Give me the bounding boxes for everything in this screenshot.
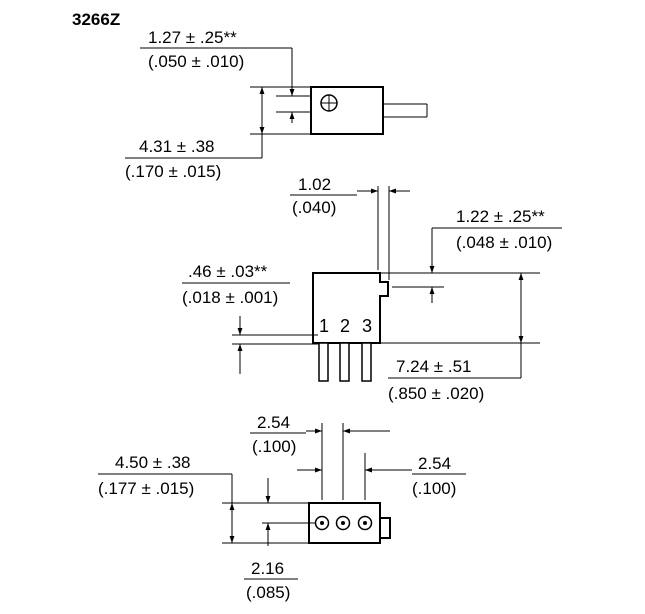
dim-046-in: (.018 ± .001) (182, 288, 278, 307)
dim-4-50-in: (.177 ± .015) (98, 479, 194, 498)
pin-1 (318, 342, 329, 382)
dim-1-27-in: (.050 ± .010) (148, 52, 244, 71)
dim-2-54-upper-mm: 2.54 (257, 413, 290, 432)
dim-1-27-mm: 1.27 ± .25** (148, 28, 237, 47)
front-view: 2.54 (.100) 2.54 (.100) 4.50 ± .38 (.177… (98, 413, 466, 602)
dim-046-mm: .46 ± .03** (188, 262, 268, 281)
dim-1-02-mm: 1.02 (298, 175, 331, 194)
front-view-tab (379, 517, 391, 539)
pin-label-1: 1 (319, 316, 329, 336)
dim-4-31-mm: 4.31 ± .38 (139, 137, 215, 156)
pin-label-2: 2 (340, 316, 350, 336)
dim-7-24-mm: 7.24 ± .51 (396, 357, 472, 376)
top-view: 1.27 ± .25** (.050 ± .010) 4.31 ± .38 (.… (125, 28, 428, 181)
pin-label-3: 3 (362, 316, 372, 336)
dim-2-16-mm: 2.16 (251, 559, 284, 578)
side-view-body (312, 272, 389, 344)
dim-4-31-in: (.170 ± .015) (125, 162, 221, 181)
pin-2 (339, 342, 350, 382)
dim-2-54-upper-in: (.100) (252, 437, 296, 456)
dim-1-22-in: (.048 ± .010) (456, 233, 552, 252)
dim-7-24-in: (.850 ± .020) (388, 384, 484, 403)
dim-2-54-lower-in: (.100) (412, 479, 456, 498)
dim-2-54-lower-mm: 2.54 (418, 454, 451, 473)
dim-1-02-in: (.040) (292, 198, 336, 217)
dim-2-16-in: (.085) (246, 583, 290, 602)
model-title: 3266Z (72, 10, 120, 29)
dim-4-50-mm: 4.50 ± .38 (115, 453, 191, 472)
side-view: 1 2 3 1.02 (.040) 1.22 ± .25** (.048 ± .… (182, 175, 562, 403)
pin-3 (361, 342, 372, 382)
dim-1-22-mm: 1.22 ± .25** (456, 207, 545, 226)
top-view-body (310, 86, 384, 135)
